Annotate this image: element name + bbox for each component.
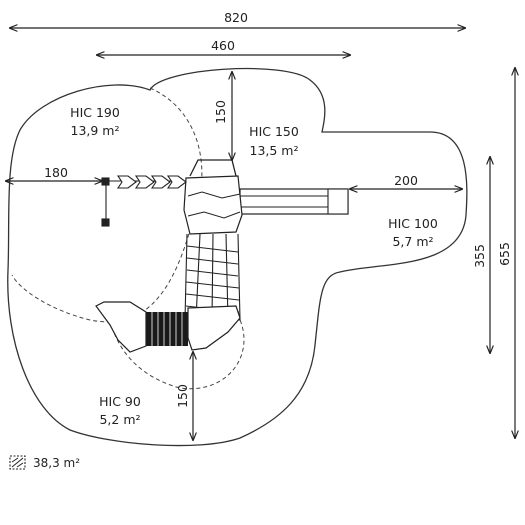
dim-total-width: 820 bbox=[224, 10, 248, 25]
zone-hic-100-name: HIC 100 bbox=[388, 216, 438, 231]
tunnel bbox=[146, 312, 188, 346]
dim-slide-extension: 200 bbox=[394, 173, 418, 188]
net-climber bbox=[184, 233, 241, 321]
chain-bridge bbox=[101, 175, 187, 227]
zone-hic-150-area: 13,5 m² bbox=[250, 143, 299, 158]
zone-hic-90-name: HIC 90 bbox=[99, 394, 141, 409]
total-area-label: 38,3 m² bbox=[33, 456, 80, 470]
safety-zone-outline bbox=[7, 67, 468, 447]
zone-hic-190-area: 13,9 m² bbox=[71, 123, 120, 138]
rock-platform-right bbox=[187, 305, 241, 351]
zone-hic-100-area: 5,7 m² bbox=[392, 234, 433, 249]
dim-right-height: 355 bbox=[472, 244, 487, 268]
dimension-lines bbox=[6, 28, 515, 440]
tower bbox=[183, 175, 243, 235]
hic-190-boundary bbox=[11, 87, 203, 323]
dim-top-width: 460 bbox=[211, 38, 235, 53]
dim-top-depth: 150 bbox=[213, 100, 228, 124]
zone-hic-90-area: 5,2 m² bbox=[99, 412, 140, 427]
zone-hic-190-name: HIC 190 bbox=[70, 105, 120, 120]
rock-platform-left bbox=[95, 301, 147, 353]
area-legend-icon bbox=[9, 455, 26, 470]
hic-90-boundary bbox=[109, 309, 245, 390]
dim-bottom-depth: 150 bbox=[175, 384, 190, 408]
zone-hic-150-name: HIC 150 bbox=[249, 124, 299, 139]
play-equipment bbox=[95, 159, 349, 353]
dim-left-extension: 180 bbox=[44, 165, 68, 180]
dim-total-height: 655 bbox=[497, 242, 512, 266]
